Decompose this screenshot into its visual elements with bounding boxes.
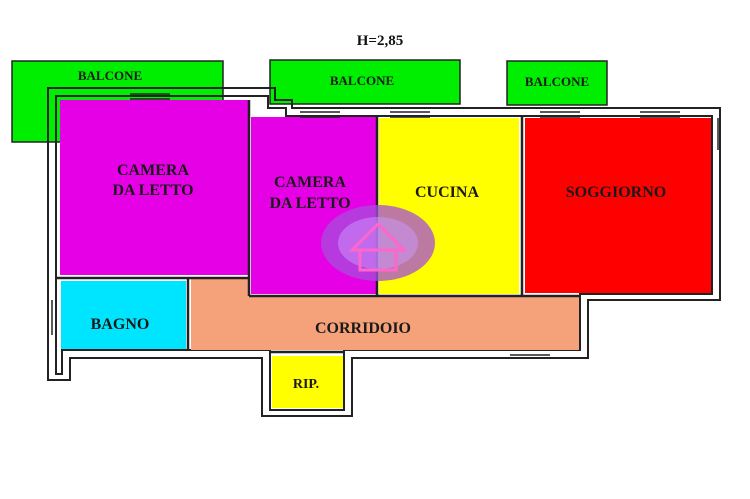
ceiling-height-note: H=2,85 bbox=[356, 33, 404, 49]
balcony-right: BALCONE bbox=[506, 60, 608, 106]
room-camera-da-letto-2-label-line2: DA LETTO bbox=[269, 195, 350, 212]
room-camera-da-letto-2-label-line1: CAMERA bbox=[274, 174, 346, 191]
room-camera-da-letto-1-area bbox=[60, 100, 248, 275]
balcony-left-label: BALCONE bbox=[78, 68, 142, 83]
room-bagno-area bbox=[61, 281, 186, 349]
balcony-center-area bbox=[269, 59, 461, 105]
room-ripostiglio-label: RIP. bbox=[293, 377, 319, 392]
room-bagno-label: BAGNO bbox=[91, 316, 150, 333]
balcony-center: BALCONE bbox=[269, 59, 461, 105]
exterior-walls bbox=[47, 87, 721, 417]
room-ripostiglio-area bbox=[272, 356, 343, 408]
room-corridoio-label: CORRIDOIO bbox=[315, 320, 411, 337]
balcony-center-label: BALCONE bbox=[330, 73, 394, 88]
window-marks bbox=[51, 93, 719, 356]
room-camera-da-letto-1-label-line1: CAMERA bbox=[117, 162, 189, 179]
balcony-right-label: BALCONE bbox=[525, 74, 589, 89]
agency-logo bbox=[321, 205, 435, 281]
room-soggiorno-label: SOGGIORNO bbox=[566, 184, 666, 201]
room-camera-da-letto-1-label-line2: DA LETTO bbox=[112, 182, 193, 199]
room-soggiorno-area bbox=[525, 118, 711, 293]
room-cucina-label: CUCINA bbox=[415, 184, 479, 201]
balcony-right-area bbox=[506, 60, 608, 106]
